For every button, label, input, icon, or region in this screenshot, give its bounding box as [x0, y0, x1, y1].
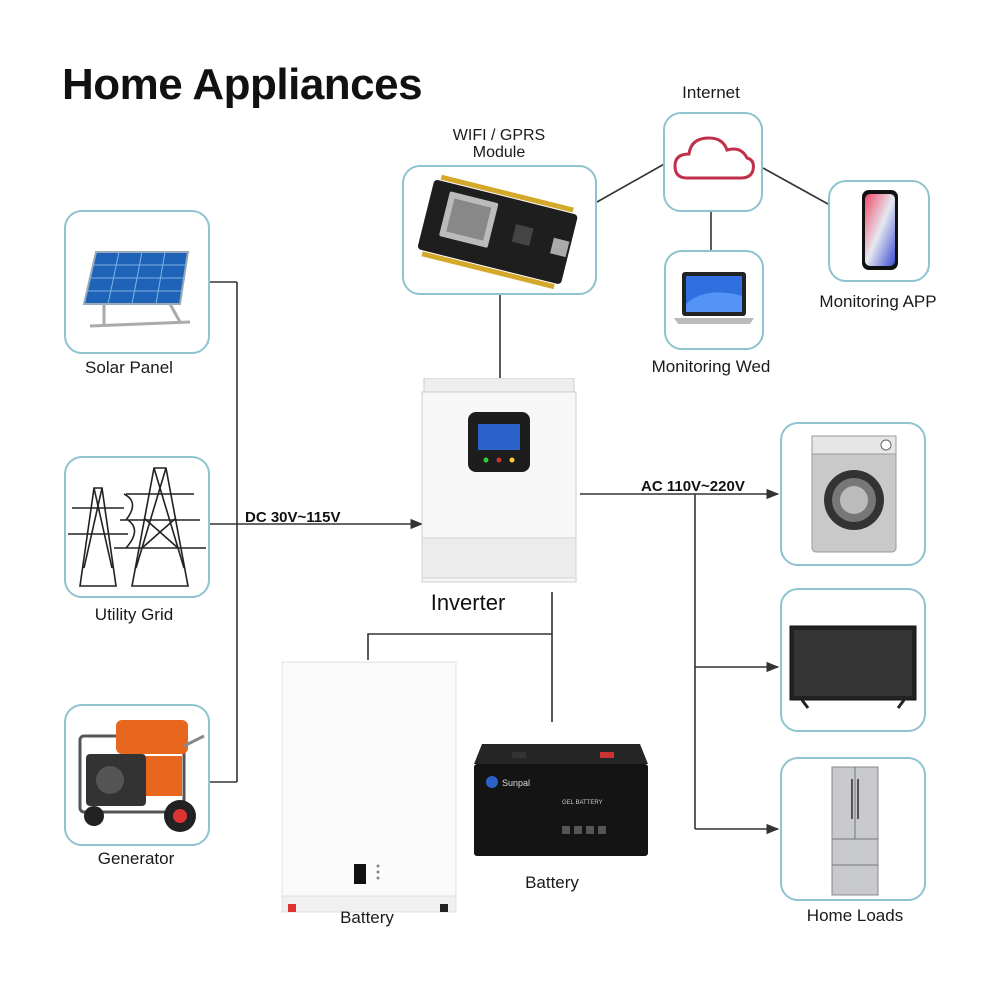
washing-machine-card: [780, 422, 926, 566]
cloud-icon: [673, 136, 755, 180]
utility-grid-label: Utility Grid: [94, 605, 174, 624]
dc-voltage-label: DC 30V~115V: [245, 509, 341, 526]
monitoring-web-label: Monitoring Wed: [651, 357, 771, 376]
television-card: [780, 588, 926, 732]
lead-battery-brand: Sunpal: [502, 778, 530, 788]
monitoring-app-card: [828, 180, 930, 282]
solar-panel-icon: [82, 251, 191, 328]
refrigerator-card: [780, 757, 926, 901]
lead-battery-device: Sunpal GEL BATTERY: [470, 738, 652, 858]
television-icon: [789, 625, 917, 709]
laptop-icon: [674, 272, 754, 324]
generator-label: Generator: [97, 849, 175, 868]
wifi-module-label: WIFI / GPRS Module: [453, 127, 545, 161]
washing-machine-icon: [811, 435, 897, 553]
inverter-icon: [421, 377, 577, 583]
refrigerator-icon: [831, 766, 879, 896]
monitoring-web-card: [664, 250, 764, 350]
wall-battery-label: Battery: [340, 908, 394, 927]
lead-battery-type: GEL BATTERY: [562, 800, 603, 806]
generator-icon: [78, 720, 205, 832]
wall-battery-device: [280, 660, 458, 916]
wifi-module-board-icon: [417, 174, 578, 290]
utility-grid-card: [64, 456, 210, 598]
solar-panel-label: Solar Panel: [85, 358, 173, 377]
wifi-module-label-text: WIFI / GPRS Module: [452, 127, 546, 161]
wifi-internet-wire: [596, 162, 667, 203]
lead-battery-label: Battery: [525, 873, 579, 892]
internet-app-wire: [762, 167, 829, 205]
utility-tower-icon: [68, 467, 206, 587]
internet-card: [663, 112, 763, 212]
smartphone-icon: [862, 190, 898, 270]
inverter-label: Inverter: [430, 590, 506, 615]
internet-label: Internet: [682, 83, 740, 102]
solar-panel-card: [64, 210, 210, 354]
monitoring-app-label: Monitoring APP: [819, 292, 937, 311]
wall-battery-icon: [281, 661, 457, 913]
inverter-device: [414, 377, 584, 590]
wifi-module-card: [402, 165, 597, 295]
lead-acid-battery-icon: Sunpal GEL BATTERY: [474, 744, 648, 856]
generator-card: [64, 704, 210, 846]
inverter-wall-battery-wire-b: [367, 633, 552, 660]
home-loads-label: Home Loads: [806, 906, 904, 925]
ac-voltage-label: AC 110V~220V: [641, 478, 745, 495]
diagram-title: Home Appliances: [62, 60, 423, 109]
